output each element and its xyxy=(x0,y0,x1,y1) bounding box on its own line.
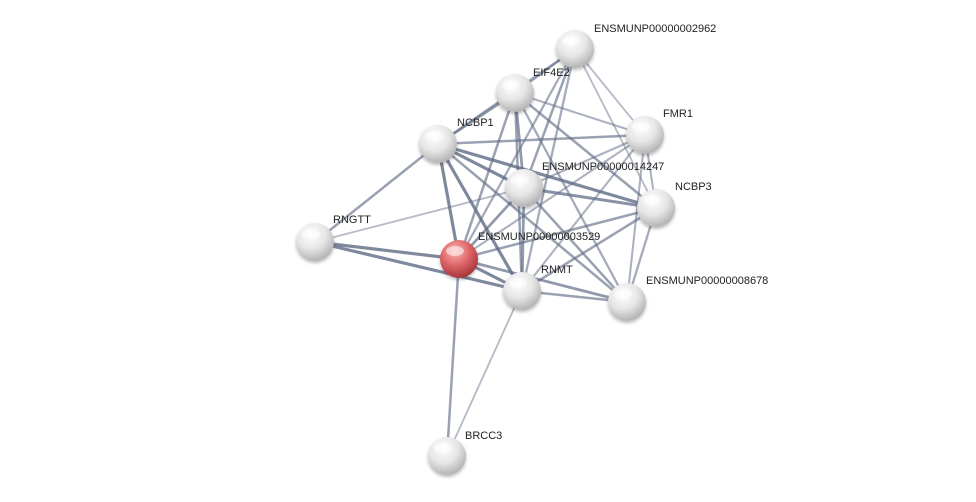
node-highlight xyxy=(632,122,650,132)
edge-rnmt-brcc3[interactable] xyxy=(446,290,523,457)
edge-ensmunp00000003529-ensmunp00000008678[interactable] xyxy=(457,257,629,304)
edge-rngtt-ensmunp00000014247[interactable] xyxy=(314,187,525,243)
node-label-fmr1: FMR1 xyxy=(663,108,693,120)
edge-ncbp3-rnmt[interactable] xyxy=(520,206,658,293)
node-label-eif4e2: EIF4E2 xyxy=(533,67,570,79)
node-layer: ENSMUNP00000002962EIF4E2FMR1NCBP1ENSMUNP… xyxy=(296,23,768,475)
node-ensmunp00000014247[interactable]: ENSMUNP00000014247 xyxy=(505,161,664,207)
edge-ensmunp00000002962-ncbp3[interactable] xyxy=(574,48,657,209)
node-ncbp3[interactable]: NCBP3 xyxy=(637,181,712,227)
edge-ncbp1-ensmunp00000008678[interactable] xyxy=(436,142,629,304)
node-ball-rnmt[interactable] xyxy=(503,272,541,310)
node-label-ensmunp00000003529: ENSMUNP00000003529 xyxy=(478,231,600,243)
node-ensmunp00000003529[interactable]: ENSMUNP00000003529 xyxy=(440,231,600,278)
edge-fmr1-ensmunp00000014247[interactable] xyxy=(522,133,647,190)
node-label-rnmt: RNMT xyxy=(541,264,573,276)
node-ball-ensmunp00000014247[interactable] xyxy=(505,169,543,207)
edge-rngtt-ncbp1[interactable] xyxy=(313,142,440,244)
node-ball-ncbp3[interactable] xyxy=(637,189,675,227)
node-ball-ensmunp00000003529[interactable] xyxy=(440,240,478,278)
edge-ensmunp00000002962-rnmt[interactable] xyxy=(520,47,577,293)
node-ball-eif4e2[interactable] xyxy=(496,74,534,112)
node-eif4e2[interactable]: EIF4E2 xyxy=(496,67,570,112)
node-highlight xyxy=(562,36,580,46)
edge-ensmunp00000002962-ensmunp00000014247[interactable] xyxy=(522,47,577,190)
node-ball-ncbp1[interactable] xyxy=(419,125,457,163)
node-label-ncbp3: NCBP3 xyxy=(675,181,712,193)
node-highlight xyxy=(511,175,529,185)
node-rnmt[interactable]: RNMT xyxy=(503,264,573,310)
edge-fmr1-rnmt[interactable] xyxy=(520,133,647,293)
node-ball-rngtt[interactable] xyxy=(296,223,334,261)
node-fmr1[interactable]: FMR1 xyxy=(626,108,693,154)
node-highlight xyxy=(643,195,661,205)
node-ensmunp00000008678[interactable]: ENSMUNP00000008678 xyxy=(608,275,768,321)
edge-ensmunp00000014247-ensmunp00000008678[interactable] xyxy=(522,186,629,304)
node-rngtt[interactable]: RNGTT xyxy=(296,214,371,261)
node-brcc3[interactable]: BRCC3 xyxy=(428,430,502,475)
edge-ensmunp00000003529-brcc3[interactable] xyxy=(445,257,461,458)
node-ncbp1[interactable]: NCBP1 xyxy=(419,117,494,163)
node-label-ensmunp00000008678: ENSMUNP00000008678 xyxy=(646,275,768,287)
edge-eif4e2-ncbp3[interactable] xyxy=(513,91,658,210)
node-highlight xyxy=(614,289,632,299)
edge-eif4e2-fmr1[interactable] xyxy=(513,91,647,137)
edge-rngtt-rnmt[interactable] xyxy=(313,240,524,293)
edge-ncbp1-rnmt[interactable] xyxy=(436,142,524,293)
edge-ensmunp00000014247-ncbp3[interactable] xyxy=(522,186,658,210)
node-highlight xyxy=(434,443,452,453)
node-highlight xyxy=(302,229,320,239)
edge-layer xyxy=(313,47,658,458)
edge-ensmunp00000003529-ncbp1[interactable] xyxy=(436,142,461,261)
node-label-ncbp1: NCBP1 xyxy=(457,117,494,129)
node-ball-ensmunp00000008678[interactable] xyxy=(608,283,646,321)
node-ball-ensmunp00000002962[interactable] xyxy=(556,30,594,68)
node-label-ensmunp00000014247: ENSMUNP00000014247 xyxy=(542,161,664,173)
node-highlight xyxy=(425,131,443,141)
node-ensmunp00000002962[interactable]: ENSMUNP00000002962 xyxy=(556,23,716,68)
node-label-brcc3: BRCC3 xyxy=(465,430,502,442)
edge-ensmunp00000003529-fmr1[interactable] xyxy=(457,133,647,261)
edge-fmr1-ensmunp00000008678[interactable] xyxy=(625,133,647,304)
node-highlight xyxy=(502,80,520,90)
node-label-rngtt: RNGTT xyxy=(333,214,371,226)
node-ball-brcc3[interactable] xyxy=(428,437,466,475)
node-ball-fmr1[interactable] xyxy=(626,116,664,154)
edge-ensmunp00000003529-eif4e2[interactable] xyxy=(457,91,517,261)
edge-eif4e2-ensmunp00000008678[interactable] xyxy=(513,91,629,304)
edge-ensmunp00000003529-ncbp3[interactable] xyxy=(457,206,658,261)
edge-ensmunp00000003529-rngtt[interactable] xyxy=(313,240,461,261)
node-highlight xyxy=(509,278,527,288)
node-label-ensmunp00000002962: ENSMUNP00000002962 xyxy=(594,23,716,35)
node-highlight xyxy=(446,246,464,256)
